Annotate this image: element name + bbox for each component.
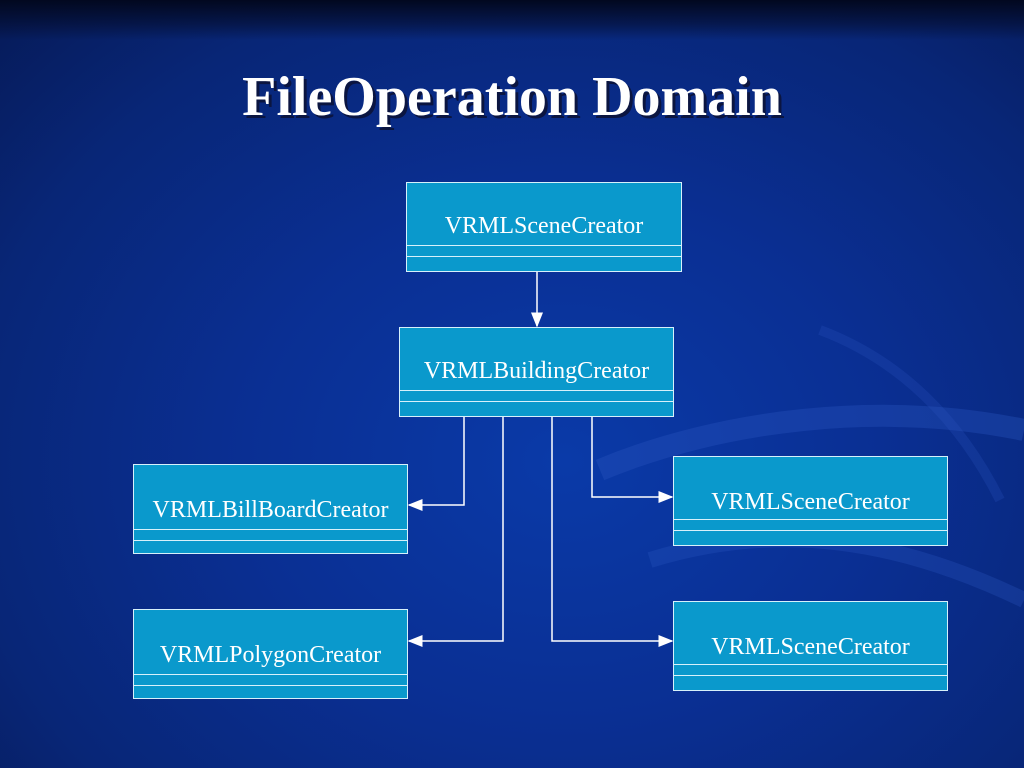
class-separator bbox=[674, 675, 947, 676]
class-separator bbox=[674, 519, 947, 520]
class-name: VRMLSceneCreator bbox=[711, 489, 910, 515]
class-separator bbox=[134, 674, 407, 675]
class-separator bbox=[674, 664, 947, 665]
edge-building-to-scene-right-1 bbox=[591, 417, 674, 503]
class-name: VRMLSceneCreator bbox=[711, 634, 910, 660]
class-box-scene-creator-top: VRMLSceneCreator bbox=[406, 182, 682, 272]
class-box-building-creator: VRMLBuildingCreator bbox=[399, 327, 674, 417]
class-separator bbox=[400, 390, 673, 391]
class-separator bbox=[134, 540, 407, 541]
class-name: VRMLPolygonCreator bbox=[159, 642, 382, 668]
class-box-scene-creator-right-1: VRMLSceneCreator bbox=[673, 456, 948, 546]
class-box-billboard-creator: VRMLBillBoardCreator bbox=[133, 464, 408, 554]
top-band bbox=[0, 0, 1024, 40]
class-box-polygon-creator: VRMLPolygonCreator bbox=[133, 609, 408, 699]
class-separator bbox=[134, 529, 407, 530]
class-name: VRMLSceneCreator bbox=[444, 213, 644, 239]
class-box-scene-creator-right-2: VRMLSceneCreator bbox=[673, 601, 948, 691]
class-name: VRMLBuildingCreator bbox=[423, 358, 650, 384]
slide-title: FileOperation Domain bbox=[242, 66, 782, 128]
edge-building-to-billboard bbox=[407, 417, 465, 511]
edge-building-to-scene-right-2 bbox=[551, 417, 674, 647]
class-separator bbox=[674, 530, 947, 531]
class-separator bbox=[407, 256, 681, 257]
class-separator bbox=[400, 401, 673, 402]
class-separator bbox=[407, 245, 681, 246]
class-name: VRMLBillBoardCreator bbox=[152, 497, 389, 523]
edge-building-to-polygon bbox=[407, 417, 504, 647]
class-separator bbox=[134, 685, 407, 686]
